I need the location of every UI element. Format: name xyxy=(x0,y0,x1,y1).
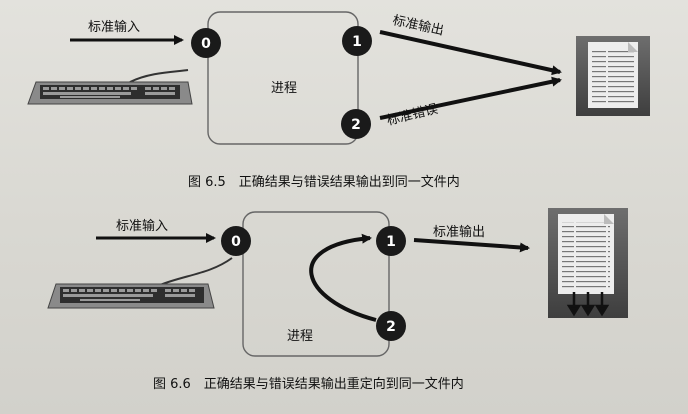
fd2-circle: 2 xyxy=(341,109,371,139)
fd2-label: 2 xyxy=(351,117,361,133)
keyboard-icon xyxy=(28,70,192,104)
caption-6-5: 图 6.5 正确结果与错误结果输出到同一文件内 xyxy=(188,174,460,190)
stdout-arrow xyxy=(380,32,560,72)
figure-6-6: 进程 标准输入 0 1 2 xyxy=(48,208,628,392)
fd0-circle-2: 0 xyxy=(221,226,251,256)
stdout-arrow-2 xyxy=(414,240,528,248)
keyboard-icon-2 xyxy=(48,258,232,308)
fd1-circle: 1 xyxy=(342,26,372,56)
fd1-circle-2: 1 xyxy=(376,226,406,256)
fd1-label-2: 1 xyxy=(386,234,396,250)
fd0-label-2: 0 xyxy=(231,234,241,250)
fd0-label: 0 xyxy=(201,36,211,52)
fd2-label-2: 2 xyxy=(386,319,396,335)
fd0-circle: 0 xyxy=(191,28,221,58)
document-icon-2 xyxy=(548,208,628,318)
stderr-label: 标准错误 xyxy=(385,102,439,129)
process-box xyxy=(208,12,358,144)
document-icon xyxy=(576,36,650,116)
stdin-label-2: 标准输入 xyxy=(116,218,168,234)
figure-6-5: 进程 标准输入 0 1 2 标准输 xyxy=(28,12,650,190)
fd1-label: 1 xyxy=(352,34,362,50)
stdin-label: 标准输入 xyxy=(88,19,140,35)
process-label: 进程 xyxy=(271,81,297,96)
stdout-label-2: 标准输出 xyxy=(433,224,485,240)
redirect-curve-arrow xyxy=(311,238,376,320)
fd2-circle-2: 2 xyxy=(376,311,406,341)
caption-6-6: 图 6.6 正确结果与错误结果输出重定向到同一文件内 xyxy=(153,376,464,392)
process-label-2: 进程 xyxy=(287,329,313,344)
